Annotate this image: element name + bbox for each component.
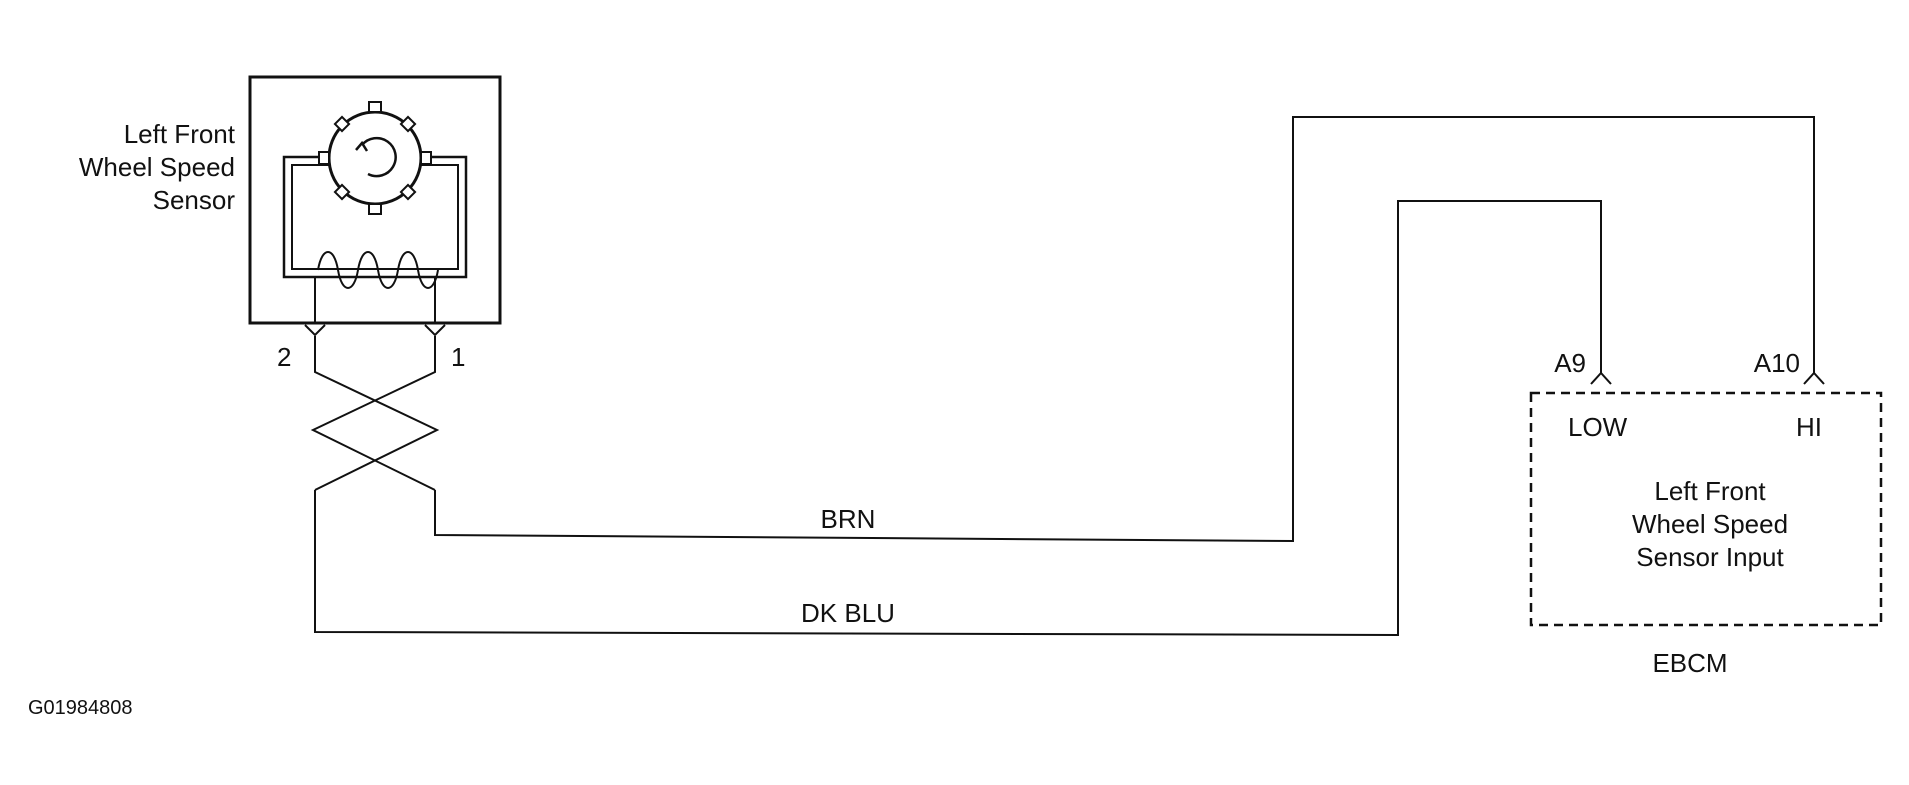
wire-brn-label: BRN xyxy=(821,504,876,534)
ebcm-pin-a10-id: A10 xyxy=(1754,348,1800,378)
rotation-arrow-icon xyxy=(361,136,397,178)
ebcm-pin-a9-id: A9 xyxy=(1554,348,1586,378)
ebcm-module: A9 A10 LOW HI Left Front Wheel Speed Sen… xyxy=(1529,348,1883,678)
sensor-title-line-1: Left Front xyxy=(124,119,236,149)
ebcm-pin-high-label: HI xyxy=(1796,412,1822,442)
ebcm-input-line-1: Left Front xyxy=(1654,476,1766,506)
ebcm-box xyxy=(1529,391,1883,627)
wire-dk-blu-run xyxy=(314,200,1602,637)
sensor-pin-1-label: 1 xyxy=(451,342,465,372)
sensor-housing xyxy=(248,75,502,325)
sensor-pin-2-label: 2 xyxy=(277,342,291,372)
ebcm-input-line-3: Sensor Input xyxy=(1636,542,1784,572)
ebcm-pin-low-label: LOW xyxy=(1568,412,1628,442)
wire-dk-blu-twist xyxy=(310,336,436,491)
ebcm-input-line-2: Wheel Speed xyxy=(1632,509,1788,539)
ebcm-pin-a9-connector-icon xyxy=(1590,371,1612,385)
sensor-pin-2-connector-icon xyxy=(304,324,326,337)
sensor-title-line-3: Sensor xyxy=(153,185,236,215)
tone-wheel-icon xyxy=(318,101,432,215)
ebcm-name: EBCM xyxy=(1652,648,1727,678)
wire-dk-blu-label: DK BLU xyxy=(801,598,895,628)
twisted-pair xyxy=(310,336,440,491)
figure-id: G01984808 xyxy=(28,697,133,719)
sensor-title-line-2: Wheel Speed xyxy=(79,152,235,182)
sensor-pin-1-connector-icon xyxy=(424,324,446,337)
wire-brn-run xyxy=(434,116,1815,543)
ebcm-pin-a10-connector-icon xyxy=(1803,371,1825,385)
sensor-coil-winding-icon xyxy=(317,251,439,289)
wheel-speed-sensor: Left Front Wheel Speed Sensor 2 1 xyxy=(79,75,502,372)
wire-brn xyxy=(314,336,440,491)
